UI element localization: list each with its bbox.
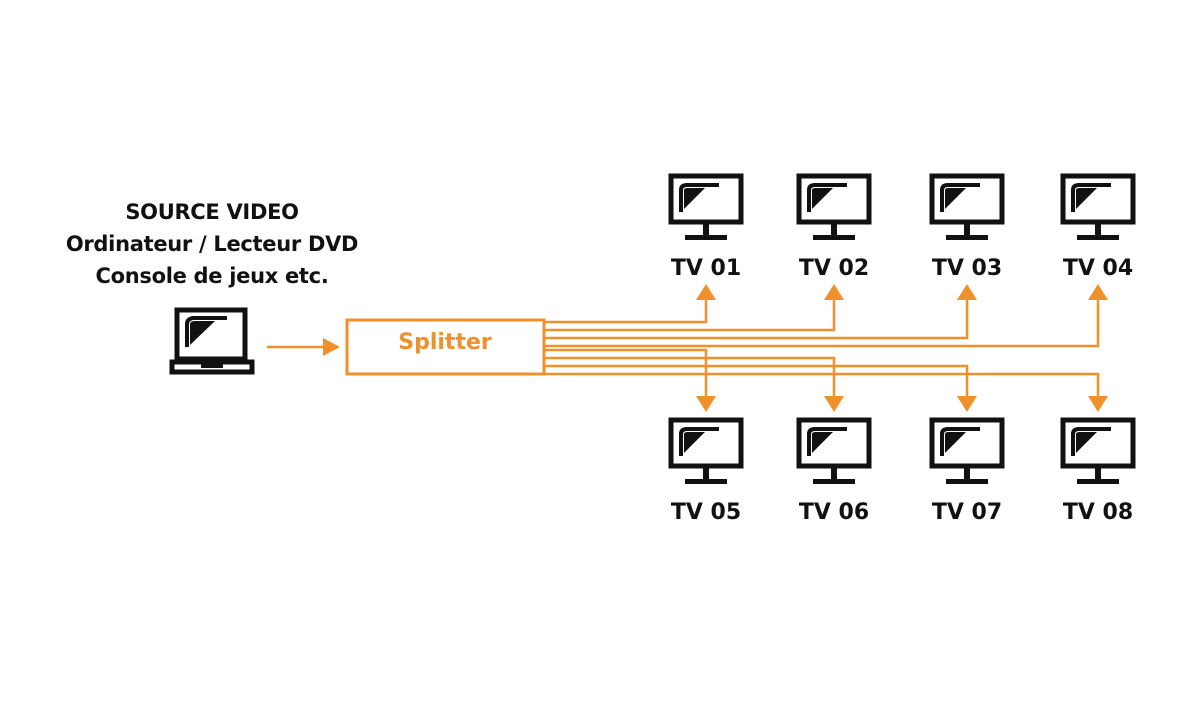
arrow-tv-04 [1088, 284, 1108, 300]
wire-tv-04 [544, 300, 1100, 348]
output-wires [544, 284, 1108, 412]
tv-monitor-icon [668, 173, 744, 240]
source-subtitle-consoles: Console de jeux etc. [95, 264, 329, 288]
arrow-tv-06 [824, 396, 844, 412]
arrow-tv-02 [824, 284, 844, 300]
splitter-box [345, 318, 546, 376]
tv-monitor-icon [796, 173, 872, 240]
wire-tv-07 [544, 364, 969, 396]
wire-tv-01 [544, 300, 708, 324]
tv-monitor-icon [1060, 173, 1136, 240]
monitors [668, 173, 1136, 484]
tv-monitor-icon [796, 417, 872, 484]
arrow-tv-03 [957, 284, 977, 300]
arrow-tv-05 [696, 396, 716, 412]
wire-tv-05 [544, 348, 708, 396]
tv-monitor-icon [668, 417, 744, 484]
wire-tv-06 [544, 356, 836, 396]
tv-label-08: TV 08 [1062, 500, 1134, 525]
input-arrow [267, 338, 340, 356]
wire-tv-02 [544, 300, 836, 332]
tv-monitor-icon [929, 417, 1005, 484]
tv-label-05: TV 05 [670, 500, 742, 525]
arrow-tv-07 [957, 396, 977, 412]
tv-label-02: TV 02 [798, 256, 870, 281]
splitter-label: Splitter [398, 330, 492, 355]
tv-monitor-icon [1060, 417, 1136, 484]
tv-label-07: TV 07 [931, 500, 1003, 525]
source-subtitle-devices: Ordinateur / Lecteur DVD [65, 232, 359, 256]
tv-label-04: TV 04 [1062, 256, 1134, 281]
tv-label-03: TV 03 [931, 256, 1003, 281]
tv-label-06: TV 06 [798, 500, 870, 525]
tv-monitor-icon [929, 173, 1005, 240]
laptop-icon [169, 307, 255, 375]
arrow-tv-01 [696, 284, 716, 300]
wire-tv-03 [544, 300, 969, 340]
wire-tv-08 [544, 372, 1100, 396]
source-title: SOURCE VIDEO [125, 200, 299, 224]
arrow-tv-08 [1088, 396, 1108, 412]
tv-label-01: TV 01 [670, 256, 742, 281]
